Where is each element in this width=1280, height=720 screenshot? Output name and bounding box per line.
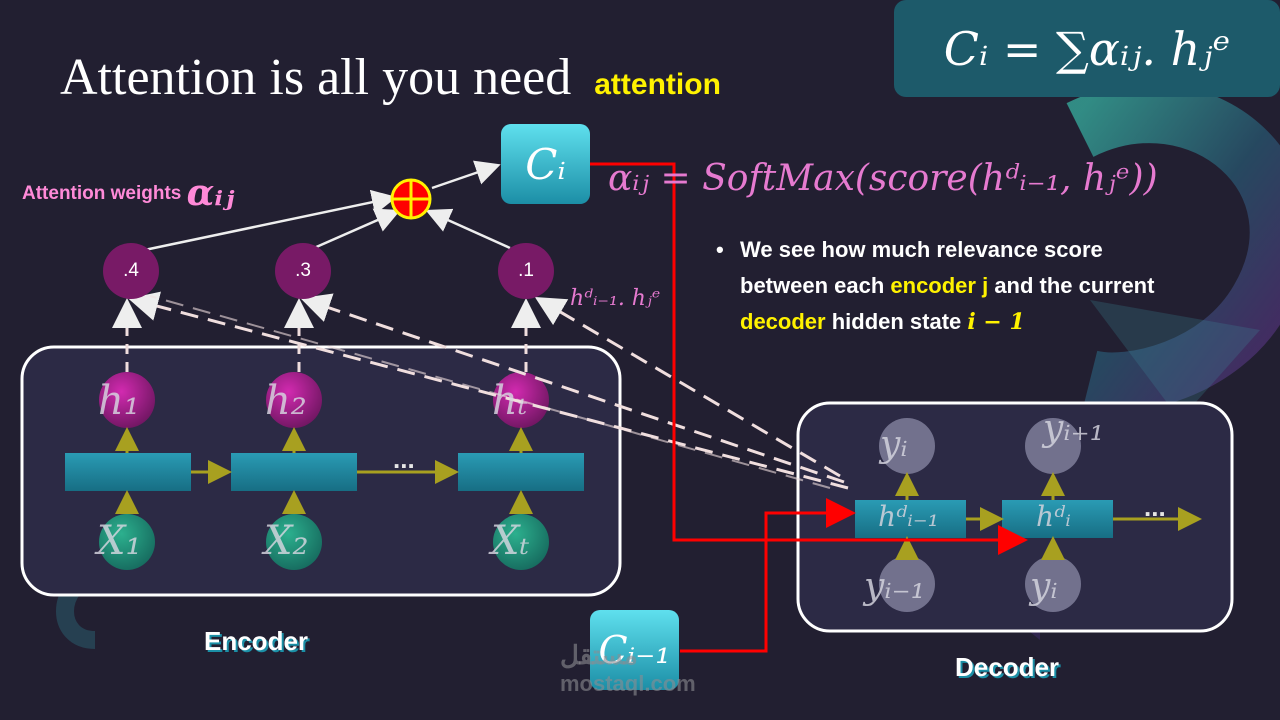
decoder-label: Decoder [955,652,1060,682]
context-path [590,162,1028,555]
bullet-dot: • [716,237,724,262]
bullet-text: hidden state [825,309,968,334]
dot-product-label: hᵈᵢ₋₁. hⱼᵉ [570,286,661,311]
sum-arrow [431,160,501,190]
watermark-latin: mostaql.com [560,671,696,696]
page-title-tag: attention [594,68,721,101]
decoder-state-label: hᵈᵢ₋₁ [878,500,939,533]
page-title: Attention is all you need attention [60,48,721,107]
bullet-text: and the current [988,273,1155,298]
softmax-formula: αᵢⱼ = SoftMax(score(hᵈᵢ₋₁, hⱼᵉ)) [608,158,1158,199]
encoder-input-label: X₂ [264,518,309,564]
encoder-cell [231,453,357,491]
prev-context-vector-box: Cᵢ₋₁ [590,610,679,690]
bg-cone-decoration [1090,300,1260,420]
dashed-arrow [149,295,831,489]
encoder-input-label: X₁ [97,518,142,564]
encoder-hidden-node [99,372,155,428]
decoder-output-label: yᵢ₊₁ [1043,408,1105,449]
bullet-encoder-highlight: encoder j [890,273,989,298]
prev-context-path [680,498,856,653]
attention-weights-symbol: αᵢⱼ [186,172,235,214]
attention-weight-node: .1 [498,243,554,299]
encoder-hidden-label: hₜ [492,378,528,424]
decoder-output-node [879,418,935,474]
encoder-cell [458,453,584,491]
decoder-input-node [1025,556,1081,612]
decoder-state-label: hᵈᵢ [1036,500,1071,533]
watermark-arabic: مستقل [560,640,638,670]
encoder-input-label: Xₜ [491,518,530,564]
dashed-arrow [534,296,841,478]
bullet-state-highlight: i − 1 [967,309,1025,335]
decoder-input-node [879,556,935,612]
encoder-hidden-node [266,372,322,428]
dashed-arrow [128,291,849,490]
decoder-output-node [1025,418,1081,474]
context-formula: Cᵢ = ∑αᵢⱼ. hⱼᵉ [943,21,1231,76]
context-formula-box: Cᵢ = ∑αᵢⱼ. hⱼᵉ [894,0,1280,97]
attention-weight-node: .3 [275,243,331,299]
attention-weights-text: Attention weights [22,183,182,204]
encoder-input-node [266,514,322,570]
encoder-cell [65,453,191,491]
attention-weight-node: .4 [103,243,159,299]
encoder-hidden-label: h₁ [98,378,140,424]
page-title-main: Attention is all you need [60,49,572,106]
weight-arrow [313,208,401,250]
watermark: مستقل mostaql.com [560,640,696,697]
encoder-input-node [99,514,155,570]
bullet-decoder-highlight: decoder [740,309,826,334]
encoder-ellipsis: ... [393,444,415,474]
explanation-bullet: • We see how much relevance score betwee… [716,232,1186,340]
attention-weights-label: Attention weights αᵢⱼ [22,172,234,214]
weight-arrow [425,208,511,250]
dashed-arrow [300,293,845,484]
decoder-output-label: yᵢ [880,424,908,465]
decoder-input-label: yᵢ₋₁ [864,566,926,607]
encoder-input-node [493,514,549,570]
weight-arrow [134,189,397,254]
decoder-cell [855,500,966,538]
encoder-hidden-label: h₂ [265,378,307,424]
decoder-ellipsis: ... [1144,492,1166,522]
encoder-label: Encoder [204,626,309,656]
bg-ring-decoration [1066,83,1280,413]
context-vector-box: Cᵢ [501,124,590,204]
bullet-text: We see how much relevance score between … [740,237,1103,298]
decoder-input-label: yᵢ [1030,566,1058,607]
